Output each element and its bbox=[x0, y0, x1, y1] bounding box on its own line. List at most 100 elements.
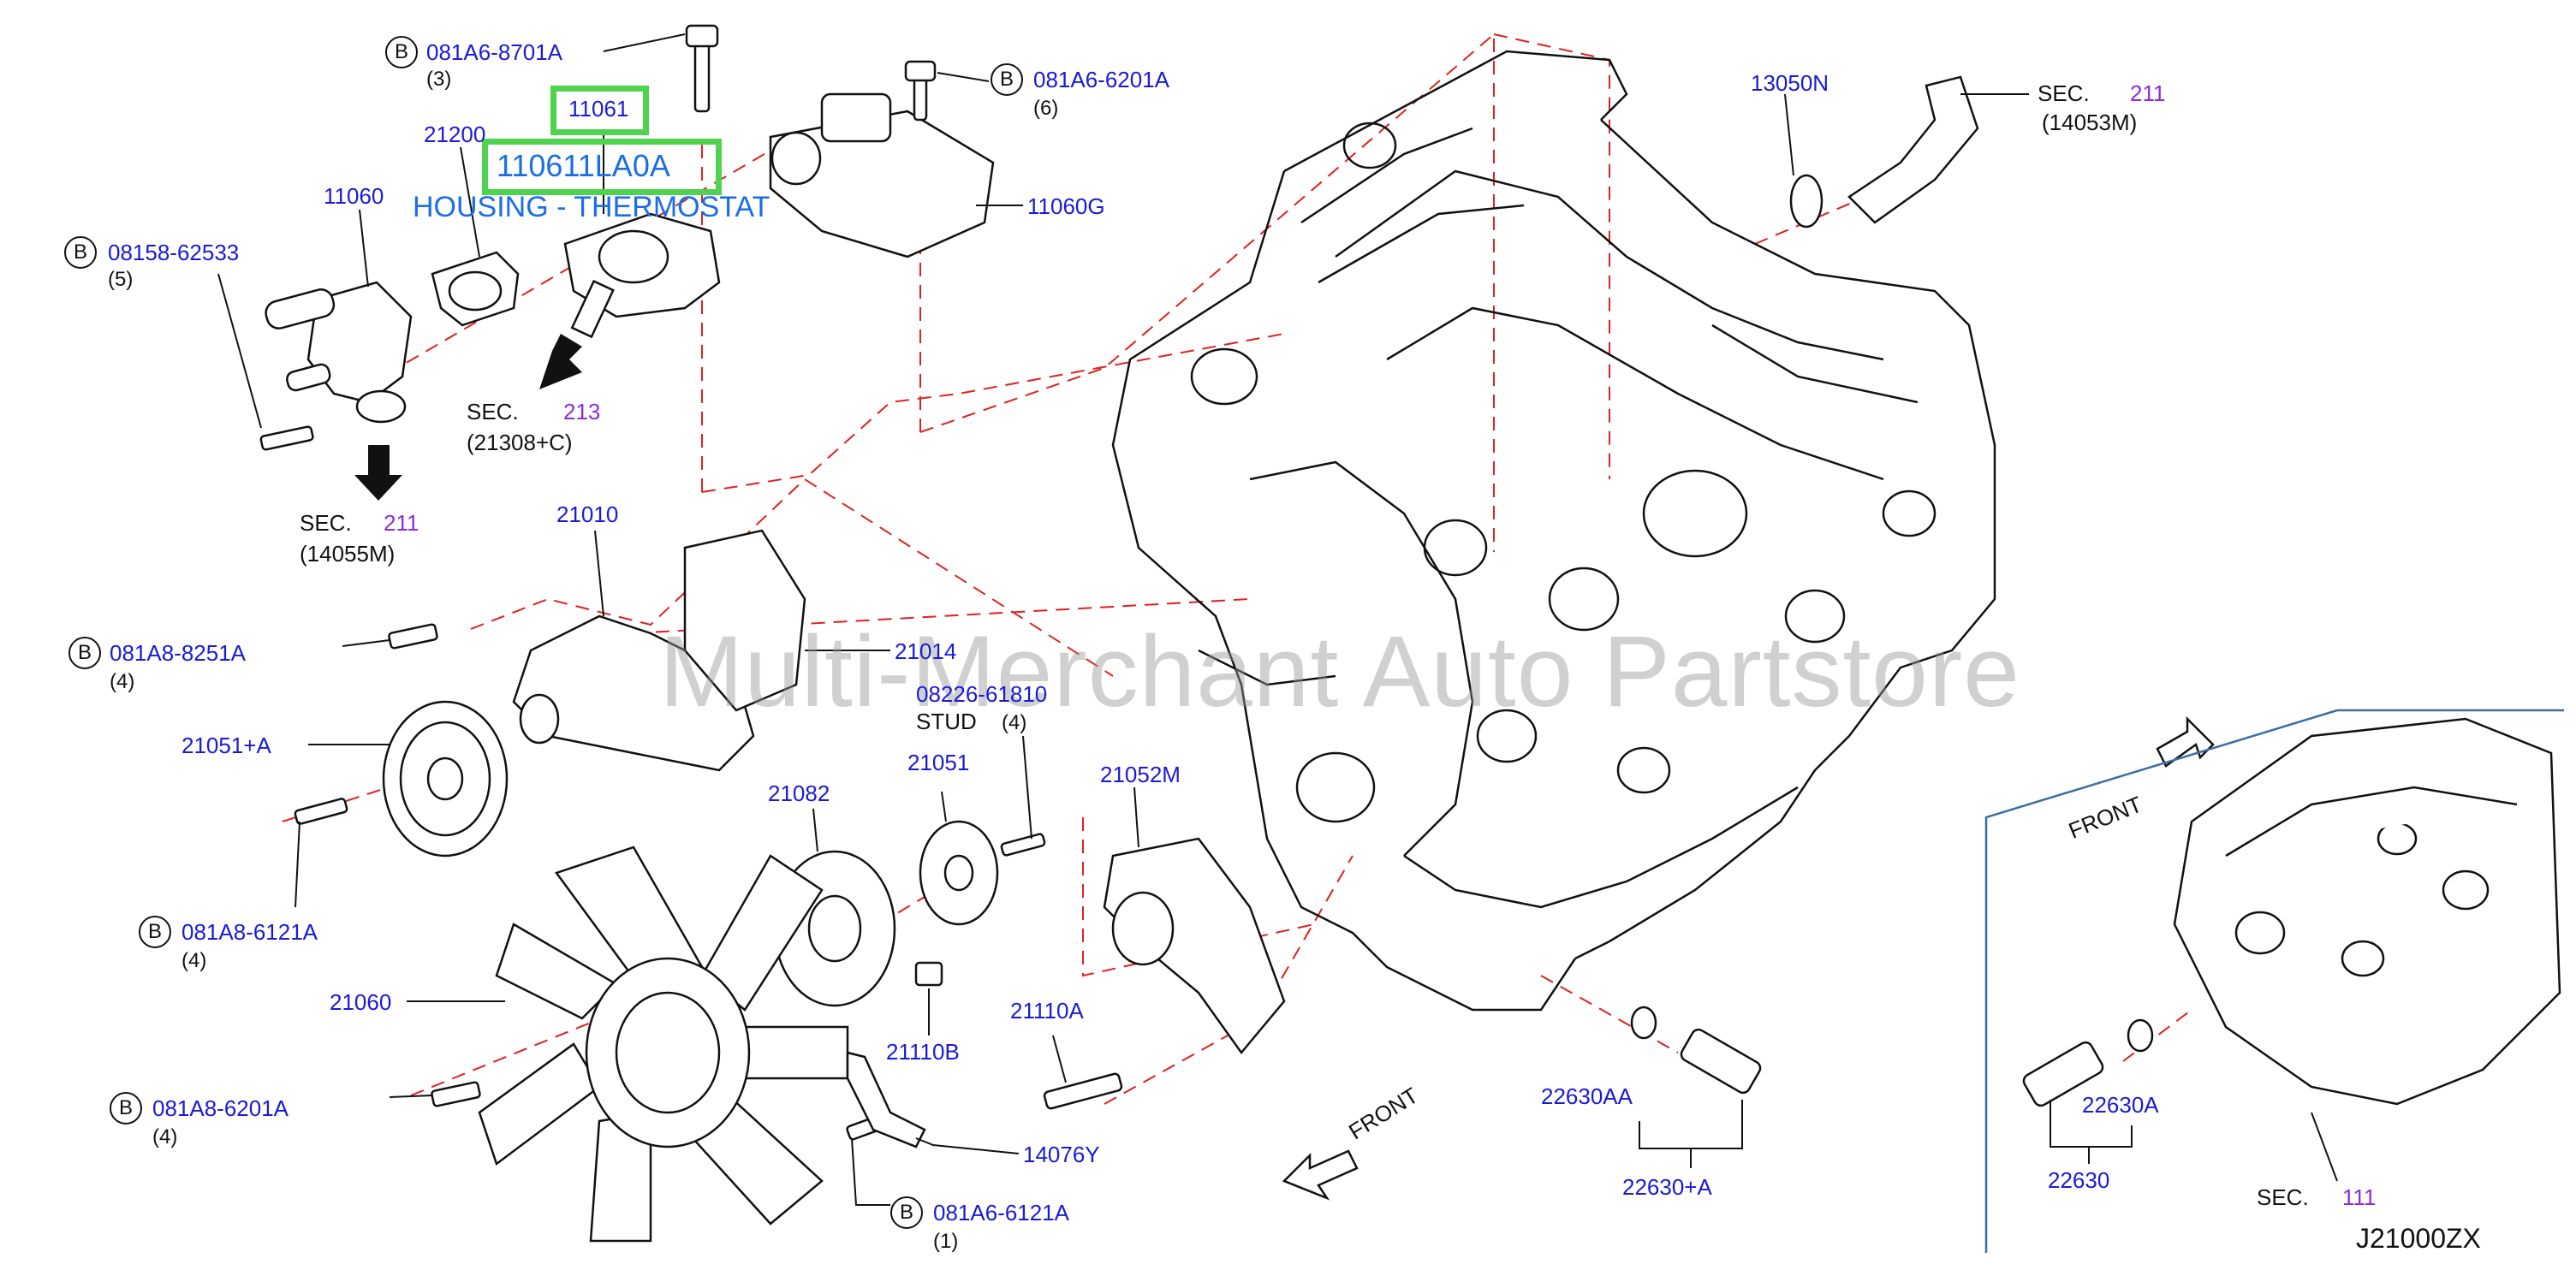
bolt-marker-081a8-6121a: B bbox=[139, 916, 171, 948]
inset-port-3 bbox=[2442, 869, 2490, 911]
part-14076y[interactable]: 14076Y bbox=[1023, 1142, 1100, 1167]
sec-ref-14055m: (14055M) bbox=[300, 541, 396, 567]
part-21010[interactable]: 21010 bbox=[556, 501, 619, 527]
leader-081a8-8251a bbox=[342, 639, 390, 647]
leader-sec111 bbox=[2311, 1112, 2338, 1182]
bolt-code-081a8-6121a[interactable]: 081A8-6121A bbox=[181, 919, 318, 945]
dash-thermostat-to-block bbox=[701, 333, 1285, 493]
engine-port-2 bbox=[1423, 519, 1488, 577]
bolt-marker-08158-62533: B bbox=[64, 236, 97, 269]
stud-code[interactable]: 08226-61810 bbox=[916, 681, 1048, 707]
leader-081a6-6201a bbox=[937, 72, 990, 82]
part-21051-plus-a[interactable]: 21051+A bbox=[181, 733, 271, 758]
bolt-code-081a6-8701a[interactable]: 081A6-8701A bbox=[426, 39, 563, 65]
highlight-box-part-number bbox=[550, 86, 649, 135]
dash-pump-to-block bbox=[633, 598, 1251, 634]
leader-22630plusa bbox=[1639, 1100, 1743, 1149]
sec-num-213[interactable]: 213 bbox=[563, 399, 601, 424]
part-21052m[interactable]: 21052M bbox=[1100, 762, 1181, 787]
bolt-marker-081a6-6201a: B bbox=[991, 63, 1023, 96]
sec-num-111[interactable]: 111 bbox=[2342, 1184, 2377, 1210]
part-21200[interactable]: 21200 bbox=[424, 122, 486, 147]
cooling-fan-drawing bbox=[478, 846, 849, 1243]
engine-port-3 bbox=[1784, 589, 1846, 644]
engine-cam-bore-left bbox=[1190, 347, 1258, 406]
part-21060[interactable]: 21060 bbox=[330, 989, 392, 1015]
highlight-oem-number[interactable]: 110611LA0A bbox=[497, 148, 670, 183]
part-21082[interactable]: 21082 bbox=[768, 780, 830, 806]
part-22630-plus-a[interactable]: 22630+A bbox=[1622, 1174, 1712, 1200]
thermostat-ring bbox=[448, 270, 503, 312]
bolt-code-081a8-8251a[interactable]: 081A8-8251A bbox=[110, 640, 247, 666]
sensor-body-right bbox=[2022, 1041, 2104, 1107]
engine-intake bbox=[1386, 306, 1884, 481]
part-13050n[interactable]: 13050N bbox=[1751, 70, 1829, 96]
leader-14076y bbox=[915, 1137, 1020, 1154]
sec-num-211-top[interactable]: 211 bbox=[2130, 80, 2166, 106]
part-11060g[interactable]: 11060G bbox=[1027, 193, 1105, 219]
cover-neck bbox=[820, 92, 892, 143]
part-21014[interactable]: 21014 bbox=[895, 638, 957, 664]
fan-blade-3 bbox=[735, 1025, 849, 1080]
housing-outlet-pipe bbox=[570, 279, 615, 339]
bolt-shape-081a8-6121a bbox=[294, 798, 348, 825]
engine-block bbox=[1111, 50, 1996, 1012]
inset-cylinder-head bbox=[2173, 717, 2561, 1106]
part-22630[interactable]: 22630 bbox=[2048, 1167, 2110, 1193]
bolt-shape-081a8-8251a bbox=[388, 623, 438, 650]
arrow-sec211 bbox=[354, 445, 402, 501]
part-11060[interactable]: 11060 bbox=[324, 183, 384, 209]
bolt-code-08158-62533[interactable]: 08158-62533 bbox=[108, 240, 240, 265]
pipe-13050n bbox=[1847, 75, 1979, 224]
engine-rib-3 bbox=[1711, 323, 1919, 404]
sec-word-211-top: SEC. bbox=[2038, 80, 2090, 106]
leader-21082 bbox=[812, 808, 818, 852]
highlight-part-number[interactable]: 11061 bbox=[568, 96, 629, 122]
engine-port-1 bbox=[1548, 567, 1620, 632]
engine-throttle-bore bbox=[1642, 469, 1748, 558]
sec-num-211-mid[interactable]: 211 bbox=[384, 510, 419, 536]
sec-word-211-mid: SEC. bbox=[300, 510, 352, 536]
stud-name: STUD bbox=[916, 709, 977, 734]
inset-rib bbox=[2225, 786, 2518, 858]
bolt-marker-081a8-6201a: B bbox=[110, 1092, 142, 1125]
engine-right-bank bbox=[1574, 119, 1996, 960]
highlight-box-oem-number bbox=[482, 139, 722, 195]
dash-sensor-right bbox=[2122, 1009, 2192, 1062]
front-arrow-inset bbox=[2156, 715, 2215, 768]
thermostat-housing-drawing bbox=[265, 75, 1979, 424]
bolt-marker-081a6-8701a: B bbox=[385, 36, 418, 68]
spacer-21051-hub bbox=[943, 854, 974, 892]
pump-gasket bbox=[683, 529, 806, 712]
part-21051[interactable]: 21051 bbox=[907, 750, 970, 775]
dash-pump-path bbox=[470, 478, 1114, 677]
inset-port-2 bbox=[2341, 940, 2385, 977]
part-21110a[interactable]: 21110A bbox=[1010, 998, 1084, 1024]
bolt-code-081a6-6121a[interactable]: 081A6-6121A bbox=[933, 1200, 1070, 1225]
engine-front-cover bbox=[1249, 460, 1474, 857]
sec-ref-14053m: (14053M) bbox=[2042, 110, 2138, 135]
leader-21200 bbox=[460, 146, 480, 258]
sensor-oring-left bbox=[1630, 1006, 1657, 1040]
inlet-housing-body bbox=[306, 281, 413, 404]
dash-13050n bbox=[1754, 170, 1927, 245]
part-21110b[interactable]: 21110B bbox=[886, 1039, 960, 1065]
engine-rib-4 bbox=[1198, 649, 1336, 686]
leader-081a6-8701a bbox=[603, 33, 686, 52]
sec-ref-21308c: (21308+C) bbox=[467, 430, 573, 455]
part-22630aa[interactable]: 22630AA bbox=[1541, 1083, 1633, 1109]
bolt-code-081a8-6201a[interactable]: 081A8-6201A bbox=[152, 1095, 289, 1121]
leader-22630 bbox=[2049, 1100, 2133, 1148]
temp-sensors-drawing bbox=[1630, 1006, 2154, 1107]
fan-clutch-hub bbox=[807, 894, 862, 963]
cover-opening bbox=[770, 131, 822, 186]
engine-port-6 bbox=[1616, 746, 1671, 794]
leader-lines bbox=[217, 33, 2338, 1206]
bolt-qty-081a8-8251a: (4) bbox=[110, 670, 135, 693]
part-22630a[interactable]: 22630A bbox=[2082, 1092, 2159, 1118]
stud-shape-08226-61810 bbox=[1000, 833, 1046, 857]
sensor-body-left bbox=[1680, 1028, 1762, 1095]
bolt-code-081a6-6201a[interactable]: 081A6-6201A bbox=[1033, 67, 1170, 92]
inlet-port bbox=[355, 389, 407, 424]
